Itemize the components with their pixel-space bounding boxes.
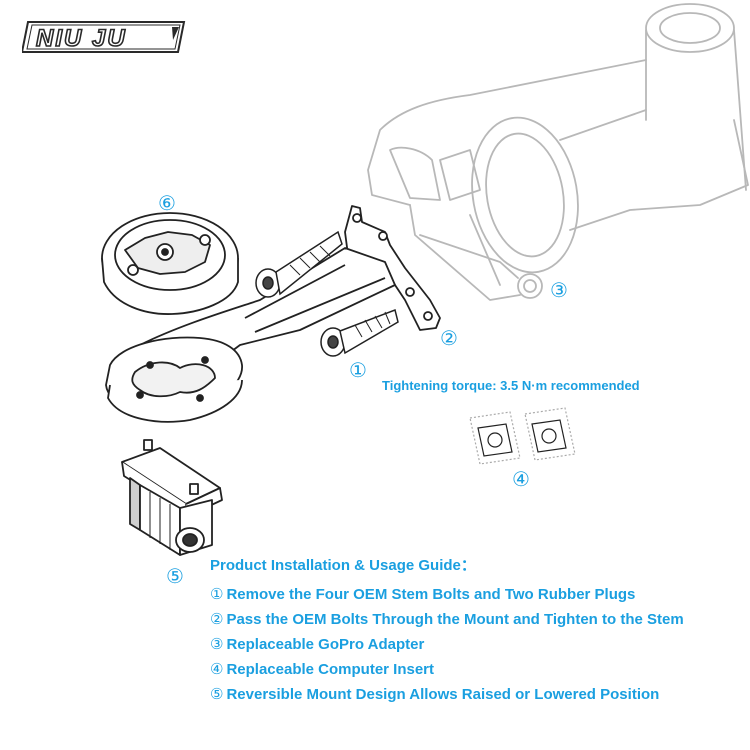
guide-step-5-text: Reversible Mount Design Allows Raised or… bbox=[226, 686, 660, 703]
guide-step-2-text: Pass the OEM Bolts Through the Mount and… bbox=[226, 611, 684, 628]
stem-bolts bbox=[255, 230, 399, 357]
brand-logo-mark: NIU JU bbox=[22, 21, 186, 53]
rubber-plug-right bbox=[524, 407, 576, 461]
guide-step-3-number: ③ bbox=[210, 635, 224, 653]
guide-step-5-number: ⑤ bbox=[210, 685, 224, 703]
bolt-upper bbox=[255, 230, 343, 298]
callout-2: ② bbox=[440, 326, 458, 350]
callout-5: ⑤ bbox=[166, 564, 184, 588]
callout-1: ① bbox=[349, 358, 367, 382]
guide-step-2-number: ② bbox=[210, 610, 224, 628]
guide-step-4-number: ④ bbox=[210, 660, 224, 678]
brand-logo: NIU JU bbox=[22, 18, 186, 56]
guide-title: Product Installation & Usage Guide： bbox=[210, 557, 476, 574]
rubber-plug-left bbox=[469, 411, 521, 465]
mount-arm bbox=[105, 205, 441, 423]
rubber-plugs bbox=[469, 407, 576, 465]
callout-3: ③ bbox=[550, 278, 568, 302]
gopro-adapter bbox=[121, 439, 223, 556]
callout-6: ⑥ bbox=[158, 191, 176, 215]
bike-stem-outline bbox=[367, 3, 749, 301]
guide-step-4-text: Replaceable Computer Insert bbox=[226, 661, 435, 678]
callout-4: ④ bbox=[512, 467, 530, 491]
svg-text:NIU JU: NIU JU bbox=[36, 25, 127, 52]
bolt-lower bbox=[320, 308, 399, 357]
guide-step-1-number: ① bbox=[210, 585, 224, 603]
torque-note: Tightening torque: 3.5 N·m recommended bbox=[382, 378, 640, 393]
computer-insert bbox=[101, 212, 239, 315]
guide-step-1-text: Remove the Four OEM Stem Bolts and Two R… bbox=[226, 586, 636, 603]
guide-step-3-text: Replaceable GoPro Adapter bbox=[226, 636, 425, 653]
